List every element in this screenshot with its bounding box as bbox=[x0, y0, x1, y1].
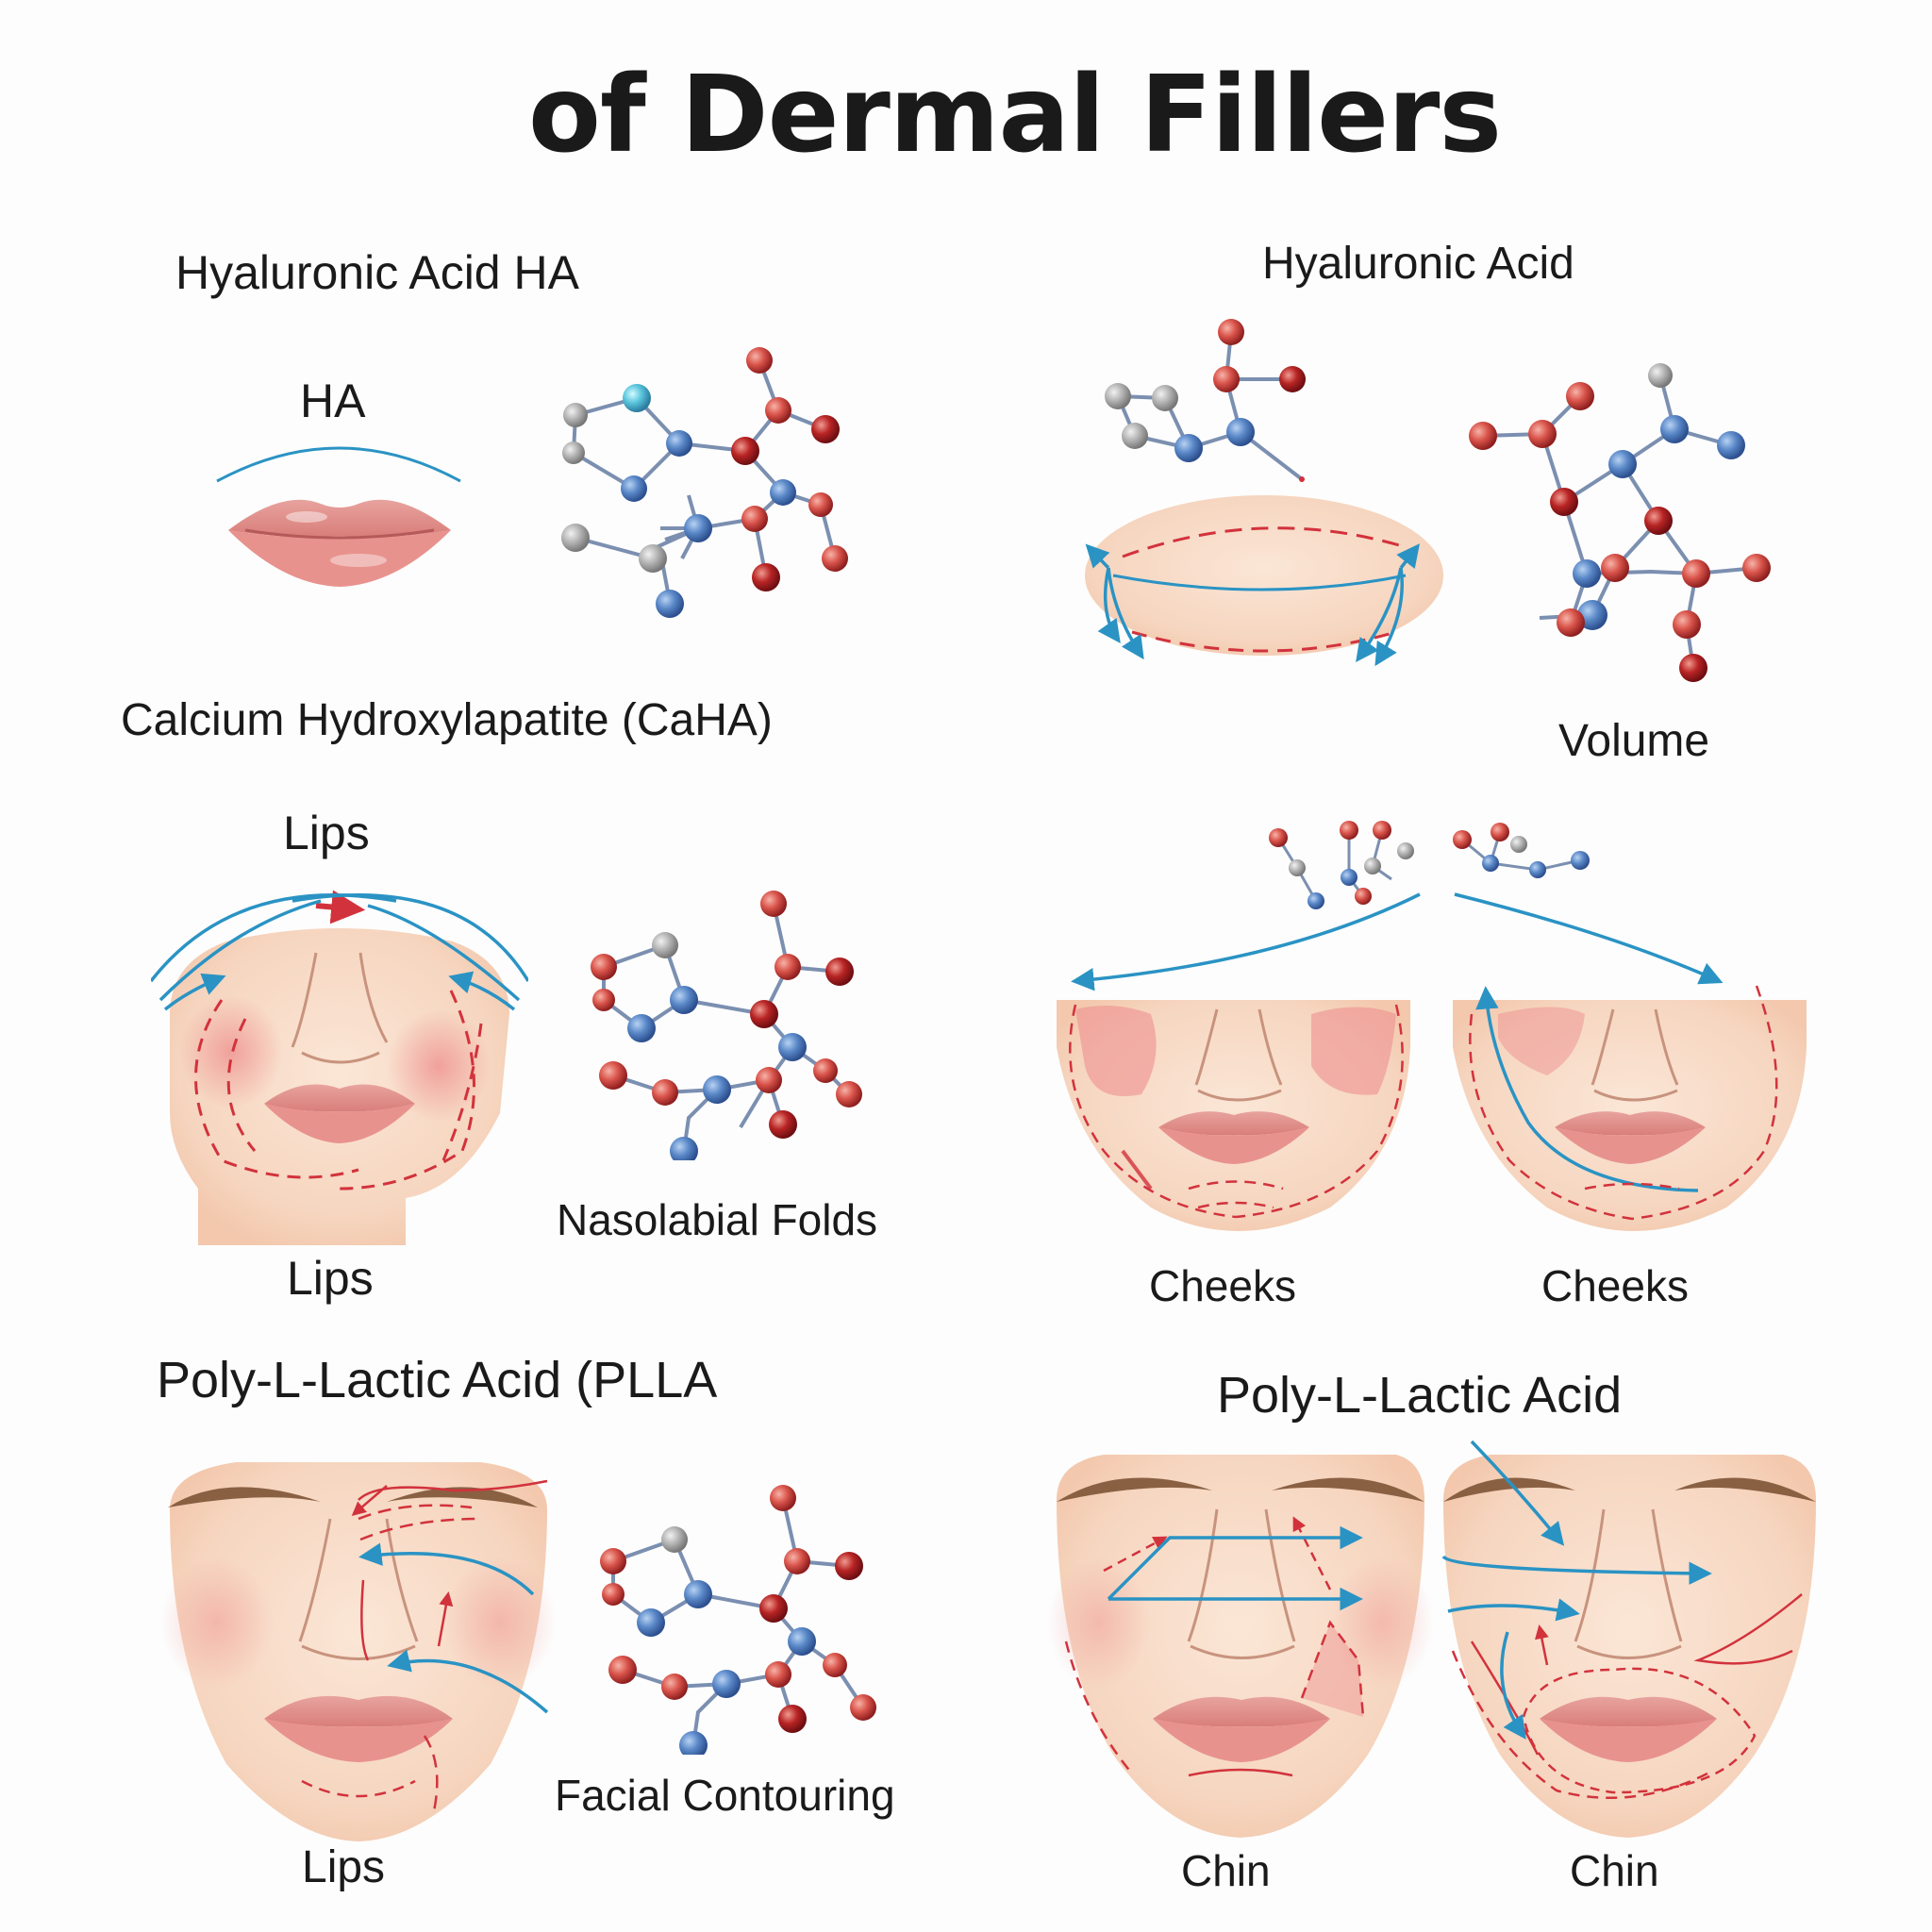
caption-facial-contouring: Facial Contouring bbox=[555, 1771, 895, 1820]
ha-label: HA bbox=[300, 375, 366, 427]
section-heading-poly-l-lactic-acid-plla: Poly-L-Lactic Acid (PLLA bbox=[157, 1352, 718, 1408]
full-face-contouring-diagram bbox=[160, 1462, 557, 1841]
molecule-diagram bbox=[1469, 363, 1771, 682]
section-heading-poly-l-lactic-acid: Poly-L-Lactic Acid bbox=[1217, 1367, 1623, 1424]
lip-lift-diagram bbox=[1085, 319, 1443, 667]
lips-label-top: Lips bbox=[283, 807, 370, 859]
page-title: of Dermal Fillers bbox=[528, 54, 1502, 176]
caption-cheeks-right: Cheeks bbox=[1541, 1261, 1689, 1310]
section-heading-hyaluronic-acid-ha: Hyaluronic Acid HA bbox=[175, 246, 579, 299]
section-heading-hyaluronic-acid: Hyaluronic Acid bbox=[1262, 239, 1574, 289]
molecule-diagram bbox=[600, 1485, 876, 1755]
molecule-diagram bbox=[591, 891, 862, 1160]
caption-volume: Volume bbox=[1558, 716, 1710, 766]
lower-face-diagram bbox=[151, 890, 528, 1245]
caption-nasolabial-folds: Nasolabial Folds bbox=[557, 1195, 878, 1244]
caption-chin-right: Chin bbox=[1570, 1846, 1659, 1895]
molecule-diagram bbox=[561, 347, 848, 618]
lips-label-bottom-left: Lips bbox=[302, 1842, 386, 1892]
caption-cheeks-left: Cheeks bbox=[1149, 1261, 1296, 1310]
caption-chin-left: Chin bbox=[1181, 1846, 1271, 1895]
caption-calcium-hydroxylapatite: Calcium Hydroxylapatite (CaHA) bbox=[121, 695, 773, 745]
lips-illustration bbox=[216, 446, 461, 587]
chin-contouring-diagram bbox=[1047, 1440, 1816, 1838]
lips-label-bottom: Lips bbox=[287, 1252, 374, 1305]
cheek-augmentation-diagram bbox=[1057, 821, 1807, 1231]
